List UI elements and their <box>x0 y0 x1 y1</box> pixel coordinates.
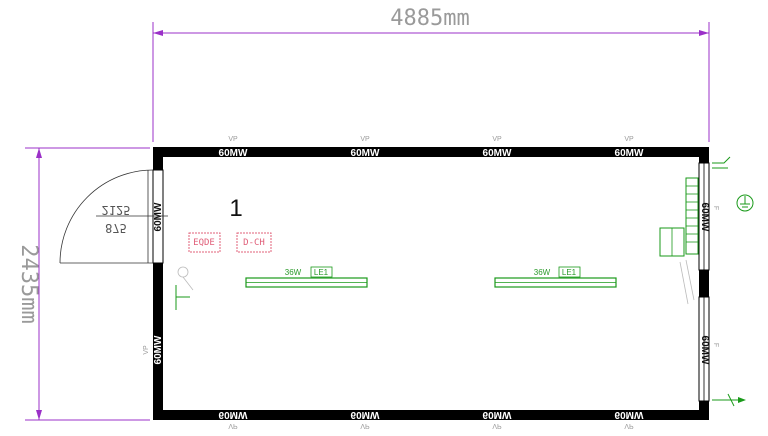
top-window-label: 60MW <box>351 148 380 159</box>
door-swing: 2125 875 <box>59 169 168 264</box>
bottom-window-label: 60MW <box>615 409 644 420</box>
bottom-window-label: 60MW <box>351 409 380 420</box>
vp-marker: VP <box>360 422 370 429</box>
door-dimension-label: 2125 <box>102 203 131 217</box>
lamp-code: LE1 <box>314 268 329 277</box>
door-dimension-label: 875 <box>105 221 127 235</box>
top-window-labels: VP 60MW VP 60MW VP 60MW VP 60MW <box>219 136 644 159</box>
top-window-label: 60MW <box>219 148 248 159</box>
lamp-code: LE1 <box>562 268 577 277</box>
lamp-wattage: 36W <box>534 268 551 277</box>
switch-icon <box>175 266 194 310</box>
right-wall-marker: F <box>712 343 719 347</box>
right-wall-marker: F <box>712 206 719 210</box>
height-dimension-label: 2435mm <box>16 244 41 323</box>
width-dimension-label: 4885mm <box>390 6 469 31</box>
right-window-label: 60MW <box>699 203 710 232</box>
lamp-wattage: 36W <box>285 268 302 277</box>
left-window-label: 60MW <box>153 202 164 231</box>
vp-marker: VP <box>228 422 238 429</box>
vp-marker: VP <box>492 136 502 143</box>
vp-marker: VP <box>143 345 150 355</box>
light-fixture-left: 36W LE1 <box>245 266 368 288</box>
room-walls <box>152 147 710 420</box>
top-window-label: 60MW <box>483 148 512 159</box>
vp-marker: VP <box>360 136 370 143</box>
equipment-tags: EQDE D-CH <box>188 232 272 253</box>
vp-marker: VP <box>624 136 634 143</box>
width-dimension: 4885mm <box>152 6 710 142</box>
vp-marker: VP <box>228 136 238 143</box>
distribution-panel-icon <box>659 177 699 305</box>
bottom-window-label: 60MW <box>483 409 512 420</box>
equipment-tag-left: EQDE <box>193 238 215 248</box>
room-number: 1 <box>229 195 242 222</box>
bottom-window-labels: 60MW VP 60MW VP 60MW VP 60MW VP <box>219 409 644 429</box>
ground-icon <box>736 194 754 212</box>
feed-arrow-icon <box>712 156 746 407</box>
right-window-label: 60MW <box>699 336 710 365</box>
bottom-window-label: 60MW <box>219 409 248 420</box>
equipment-tag-right: D-CH <box>243 238 265 248</box>
right-window-labels: 60MW 60MW F F <box>699 203 719 365</box>
vp-marker: VP <box>492 422 502 429</box>
top-window-label: 60MW <box>615 148 644 159</box>
height-dimension: 2435mm <box>16 147 150 421</box>
left-window-labels: 60MW 60MW VP <box>143 202 164 364</box>
left-window-label: 60MW <box>153 335 164 364</box>
vp-marker: VP <box>624 422 634 429</box>
light-fixture-right: 36W LE1 <box>494 266 617 288</box>
